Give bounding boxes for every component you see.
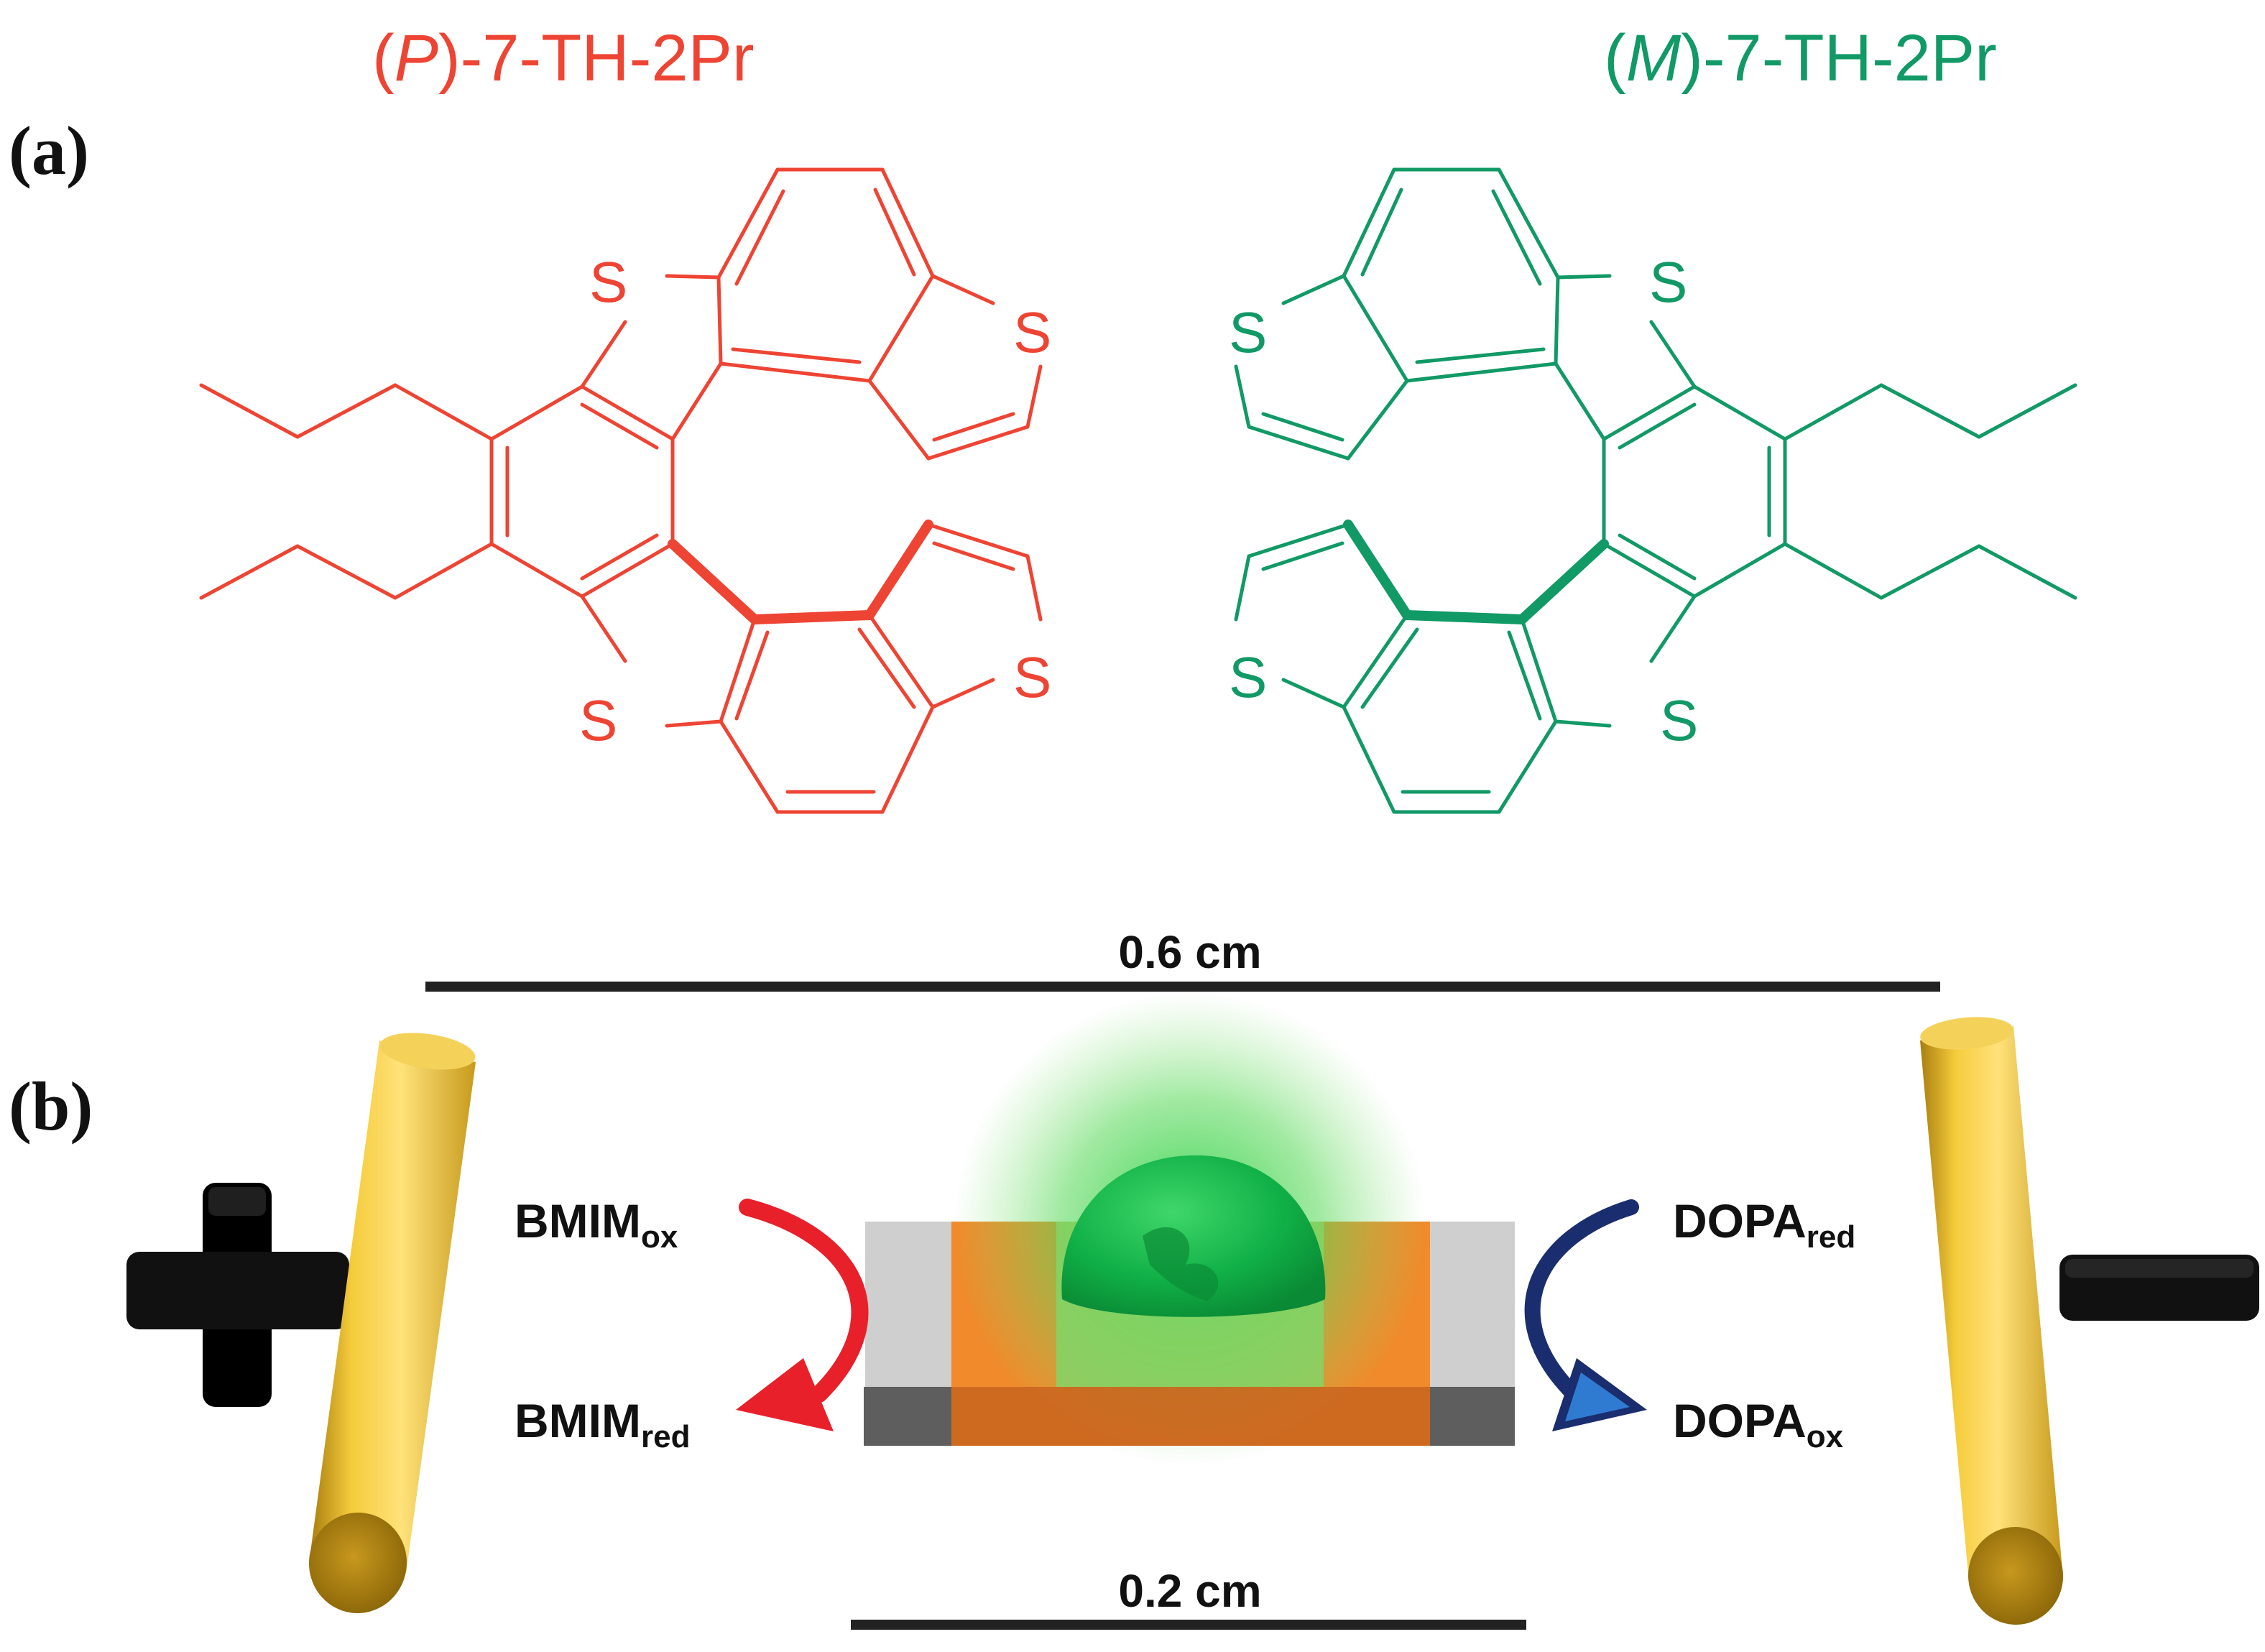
right-electrode-rod <box>1920 1017 2064 1625</box>
left-electrode-rod <box>308 1033 476 1613</box>
top-scale-label: 0.6 cm <box>1118 926 1261 978</box>
sulfur-atom: S <box>1660 688 1698 752</box>
bottom-scale-bar <box>851 1620 1526 1630</box>
top-scale-bar <box>425 982 1940 992</box>
bmim-red-label: BMIMred <box>515 1394 690 1454</box>
right-contact-pad <box>1430 1222 1515 1387</box>
sulfur-atom: S <box>1013 645 1051 709</box>
sulfur-atom: S <box>589 250 627 314</box>
sulfur-atom: S <box>579 688 617 752</box>
right-molecule-sulfur-labels: S S S S <box>1229 250 1698 752</box>
panel-a-label: (a) <box>9 112 89 189</box>
green-droplet <box>1061 1155 1326 1317</box>
right-molecule-title: (M)-7-TH-2Pr <box>1604 22 1997 95</box>
plus-icon <box>126 1183 349 1407</box>
minus-icon <box>2059 1255 2259 1321</box>
left-molecule-structure <box>199 167 1043 814</box>
sulfur-atom: S <box>1649 250 1687 314</box>
dopa-red-label: DOPAred <box>1673 1194 1855 1255</box>
sulfur-atom: S <box>1013 300 1051 364</box>
right-reaction-arrow <box>1524 1199 1647 1431</box>
left-reaction-arrow <box>736 1199 869 1431</box>
left-molecule-title: (P)-7-TH-2Pr <box>372 22 755 95</box>
dopa-ox-label: DOPAox <box>1673 1394 1844 1454</box>
left-molecule-sulfur-labels: S S S S <box>579 250 1051 752</box>
sulfur-atom: S <box>1229 645 1267 709</box>
bottom-scale-label: 0.2 cm <box>1118 1565 1261 1617</box>
panel-b-label: (b) <box>9 1068 93 1145</box>
left-contact-pad <box>865 1222 951 1387</box>
right-molecule-structure <box>1234 167 2077 814</box>
bmim-ox-label: BMIMox <box>515 1194 678 1255</box>
sulfur-atom: S <box>1229 300 1267 364</box>
light-emitting-device <box>864 992 1515 1466</box>
